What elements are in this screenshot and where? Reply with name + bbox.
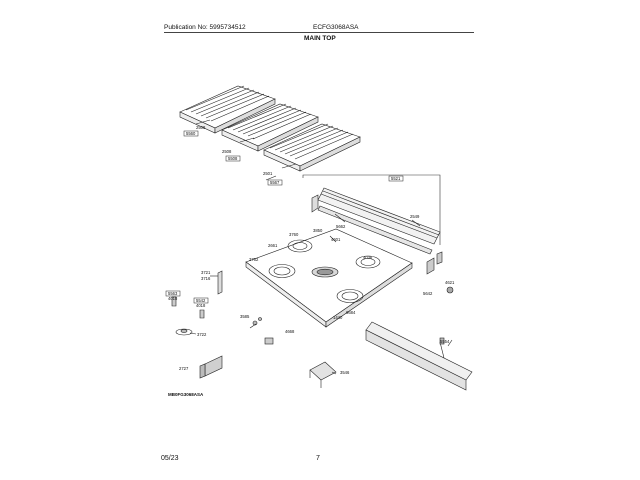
- part-label-grate-right: 2501: [263, 171, 273, 176]
- valve-bar: [365, 321, 473, 391]
- left-bracket: [210, 270, 223, 295]
- clip-mid: [199, 309, 205, 319]
- part-box-clip-b: 5542: [196, 298, 206, 303]
- header-rule: [164, 32, 474, 33]
- rear-trim: [311, 187, 441, 245]
- part-label-screw-b: 4668: [285, 329, 295, 334]
- part-label-screw-c: 4621: [445, 280, 455, 285]
- part-label-side-bracket: 5642: [423, 291, 433, 296]
- part-label-knob-ring: 3722: [197, 332, 207, 337]
- part-label-top-a: 3760: [289, 232, 299, 237]
- side-clip-right: [426, 251, 443, 275]
- part-box-clip-a: 5563: [168, 291, 178, 296]
- part-label-grate-left: 2508: [196, 125, 206, 130]
- part-box-trim: 5521: [391, 176, 401, 181]
- diagram-code: MB0FG3068ASA: [168, 392, 204, 397]
- trim-strip: [317, 205, 433, 255]
- part-label-top-b: 3850: [313, 228, 323, 233]
- footer-date: 05/23: [161, 455, 179, 462]
- part-label-top-f: 3762: [249, 257, 259, 262]
- part-label-top-e: 2661: [268, 243, 278, 248]
- part-label-trim-bar: 2549: [410, 214, 420, 219]
- grate-left: [179, 85, 276, 134]
- part-label-top-h: 6684: [346, 310, 356, 315]
- grate-middle: [221, 103, 319, 152]
- part-label-top-c: 4601: [331, 237, 341, 242]
- part-label-top-d: 4036: [363, 255, 373, 260]
- part-label-block: 2727: [179, 366, 189, 371]
- section-title: MAIN TOP: [304, 35, 336, 42]
- part-label-grate-mid: 2508: [222, 149, 232, 154]
- part-label-bracket-b: 3716: [201, 276, 211, 281]
- handle-bracket: [309, 361, 337, 388]
- part-label-trim-lower: 5662: [336, 224, 346, 229]
- part-label-clip-a: 4018: [168, 296, 178, 301]
- part-label-bracket-a: 3721: [201, 270, 211, 275]
- part-box-grate-mid: 5508: [228, 156, 238, 161]
- part-label-screw-a: 3585: [240, 314, 250, 319]
- part-label-top-g: 1440: [333, 315, 343, 320]
- publication-number: Publication No: 5995734512: [164, 24, 246, 31]
- front-block: [199, 355, 223, 379]
- part-label-clip-b: 4018: [196, 303, 206, 308]
- clip-left: [171, 296, 177, 307]
- main-cooktop: [245, 228, 413, 328]
- grate-right: [263, 123, 361, 172]
- model-number: ECFG3068ASA: [313, 24, 359, 31]
- part-box-grate-left: 5560: [186, 131, 196, 136]
- knob-ring: [175, 328, 193, 336]
- part-box-grate-right: 5567: [270, 180, 280, 185]
- part-label-valve-bar: 5554: [440, 339, 450, 344]
- page-number: 7: [316, 455, 320, 462]
- part-label-handle-bracket: 3546: [340, 370, 350, 375]
